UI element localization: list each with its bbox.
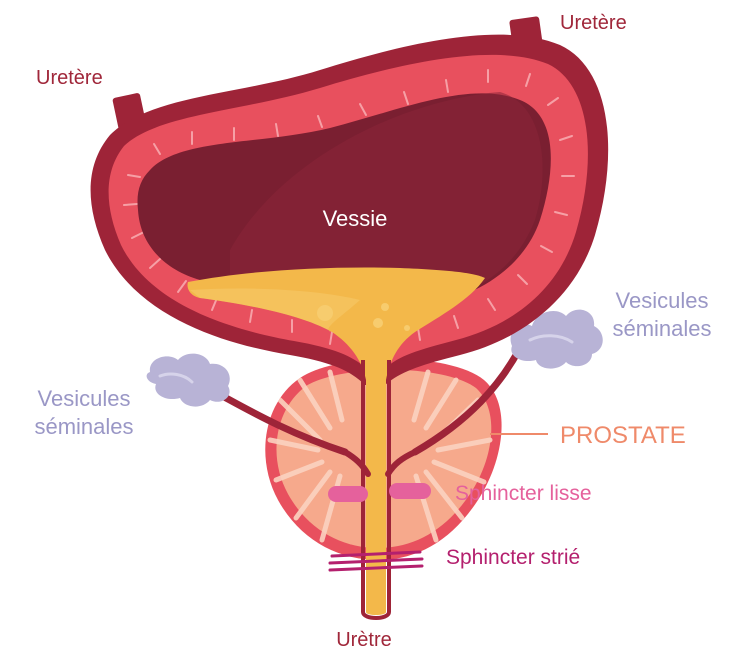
seminal-vesicles-label-left-1: Vesicules [38,386,131,411]
ureter-label-left: Uretère [36,67,103,89]
bladder-label: Vessie [323,206,388,231]
sphincter-striated [328,550,424,572]
prostate-label: PROSTATE [560,422,686,449]
seminal-vesicle-right [411,309,603,456]
sphincter-smooth-label: Sphincter lisse [455,482,592,505]
bladder [90,16,609,615]
seminal-vesicles-label-left-2: séminales [34,414,133,439]
sphincter-smooth [328,483,431,502]
ureter-label-right: Uretère [560,12,627,34]
urethra-label: Urètre [336,629,392,651]
seminal-vesicles-label-right-1: Vesicules [616,288,709,313]
seminal-vesicles-label-right-2: séminales [612,316,711,341]
sphincter-striated-label: Sphincter strié [446,546,580,569]
seminal-vesicle-left [146,353,349,456]
